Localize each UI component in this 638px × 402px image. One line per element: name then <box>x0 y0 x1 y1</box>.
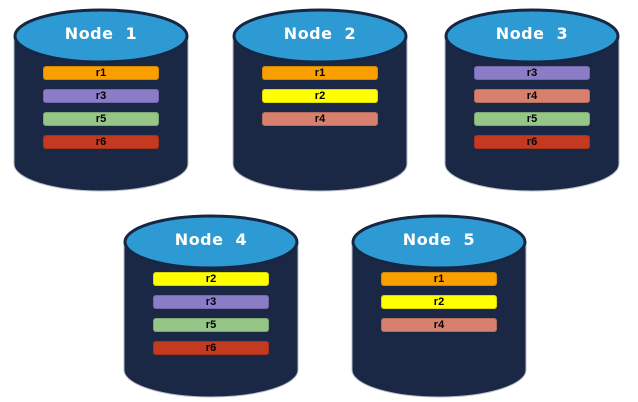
cylinder-top <box>123 214 299 270</box>
replica-bar-r1: r1 <box>381 272 497 286</box>
replica-bar-r3: r3 <box>474 66 590 80</box>
node-title: Node 4 <box>174 230 248 249</box>
replica-bar-r5: r5 <box>153 318 269 332</box>
node-title: Node 2 <box>283 24 357 43</box>
replica-bar-r4: r4 <box>381 318 497 332</box>
node-title: Node 5 <box>402 230 476 249</box>
replica-bar-r5: r5 <box>474 112 590 126</box>
replica-bar-r2: r2 <box>262 89 378 103</box>
replica-bar-r2: r2 <box>381 295 497 309</box>
cylinder-top <box>444 8 620 64</box>
replica-list: r1 r2 r4 <box>381 272 497 332</box>
cylinder-top <box>232 8 408 64</box>
database-node-1: Node 1 r1 r3 r5 r6 <box>12 7 190 195</box>
replica-bar-r2: r2 <box>153 272 269 286</box>
replica-bar-r5: r5 <box>43 112 159 126</box>
replica-bar-r4: r4 <box>474 89 590 103</box>
replica-bar-r1: r1 <box>262 66 378 80</box>
replica-bar-r6: r6 <box>474 135 590 149</box>
database-node-5: Node 5 r1 r2 r4 <box>350 213 528 401</box>
replica-bar-r6: r6 <box>153 341 269 355</box>
cylinder-top <box>13 8 189 64</box>
replica-bar-r1: r1 <box>43 66 159 80</box>
replica-bar-r6: r6 <box>43 135 159 149</box>
replica-list: r2 r3 r5 r6 <box>153 272 269 355</box>
replica-list: r3 r4 r5 r6 <box>474 66 590 149</box>
database-node-3: Node 3 r3 r4 r5 r6 <box>443 7 621 195</box>
replica-bar-r3: r3 <box>153 295 269 309</box>
replica-bar-r3: r3 <box>43 89 159 103</box>
replica-list: r1 r3 r5 r6 <box>43 66 159 149</box>
database-node-2: Node 2 r1 r2 r4 <box>231 7 409 195</box>
database-node-4: Node 4 r2 r3 r5 r6 <box>122 213 300 401</box>
replica-bar-r4: r4 <box>262 112 378 126</box>
cylinder-top <box>351 214 527 270</box>
node-title: Node 3 <box>495 24 569 43</box>
replica-list: r1 r2 r4 <box>262 66 378 126</box>
node-title: Node 1 <box>64 24 138 43</box>
